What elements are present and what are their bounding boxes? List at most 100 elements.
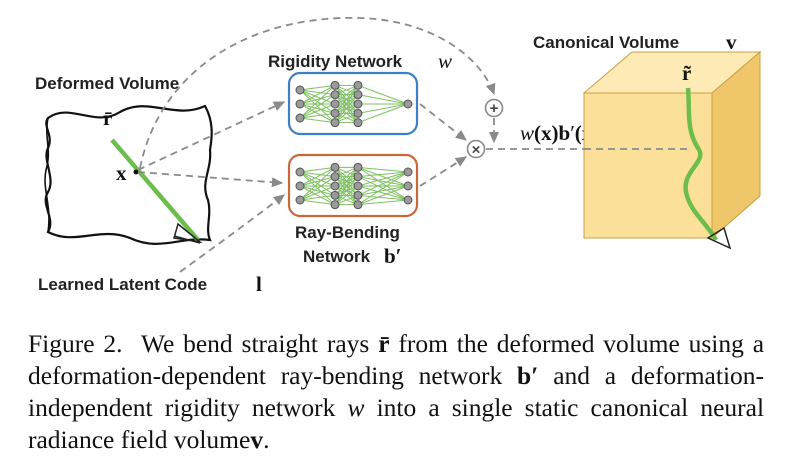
network-connection	[299, 185, 336, 196]
network-node	[330, 108, 340, 118]
network-connection	[299, 176, 336, 201]
network-node	[295, 99, 305, 109]
network-connection	[357, 176, 409, 187]
network-connection	[299, 166, 336, 201]
network-connection	[299, 117, 336, 124]
network-connection	[334, 167, 359, 196]
latent-code-symbol: l	[256, 272, 262, 296]
network-connection	[299, 166, 336, 173]
arc-x-to-plus	[139, 17, 496, 169]
network-node	[330, 190, 340, 200]
network-connection	[357, 84, 409, 105]
network-connection	[357, 185, 409, 196]
network-node	[353, 99, 363, 109]
times-operator-symbol: ×	[472, 142, 481, 159]
network-connection	[299, 84, 336, 91]
network-node	[330, 80, 340, 90]
ray-deformed-symbol: r̄	[103, 106, 112, 130]
network-connection	[357, 166, 409, 173]
network-node	[295, 167, 305, 177]
raybend-label-line2: Network	[303, 247, 371, 266]
network-node	[353, 118, 363, 128]
network-connection	[334, 166, 359, 187]
network-connection	[299, 103, 336, 119]
network-connection	[357, 199, 409, 206]
network-connection	[299, 89, 336, 105]
caption-symbol-r: r̄	[378, 329, 390, 358]
network-connection	[357, 94, 409, 105]
straight-ray	[110, 138, 200, 242]
network-connection	[299, 89, 336, 96]
network-node	[353, 172, 363, 182]
network-node	[295, 113, 305, 123]
network-connection	[357, 194, 409, 201]
ray-canonical-symbol: r̃	[682, 61, 691, 85]
network-node	[353, 90, 363, 100]
caption-text-1: We bend straight rays	[140, 329, 370, 358]
caption-text-4: into a single static canonical neural ra…	[28, 393, 765, 454]
network-connection	[357, 185, 409, 201]
caption-text-3: and a deformation-independent rigidity n…	[28, 361, 765, 422]
network-connection	[357, 166, 409, 187]
raybend-label-line1: Ray-Bending	[295, 223, 400, 242]
network-connection	[299, 94, 336, 119]
caption-symbol-v: v	[250, 425, 264, 454]
network-connection	[299, 84, 336, 105]
network-connection	[334, 176, 359, 205]
network-node	[403, 195, 413, 205]
network-connection	[357, 171, 409, 206]
network-node	[330, 172, 340, 182]
point-x-symbol: x	[116, 161, 127, 185]
network-connection	[334, 103, 359, 124]
network-connection	[299, 185, 336, 201]
network-connection	[299, 185, 336, 206]
rigidity-network-graph	[295, 80, 413, 128]
plus-operator-symbol: +	[490, 100, 499, 117]
network-connection	[299, 171, 336, 178]
network-node	[353, 108, 363, 118]
camera-icon-left	[173, 235, 201, 244]
network-connection	[357, 171, 409, 196]
arrow-x-to-rigidity	[137, 101, 286, 171]
network-connection	[357, 185, 409, 206]
arrow-x-to-raybend	[137, 171, 284, 188]
network-connection	[334, 84, 359, 105]
network-node	[353, 80, 363, 90]
network-connection	[299, 194, 336, 201]
figure-caption: Figure 2. We bend straight rays r̄ from …	[28, 328, 764, 456]
caption-label: Figure 2.	[28, 329, 123, 358]
network-connection	[299, 171, 336, 187]
times-operator	[466, 139, 486, 159]
network-node	[330, 90, 340, 100]
network-connection	[334, 94, 359, 123]
rigidity-symbol: w	[438, 49, 452, 73]
network-connection	[299, 176, 336, 187]
canonical-volume-label: Canonical Volume	[533, 33, 679, 52]
network-node	[330, 181, 340, 191]
network-node	[330, 162, 340, 172]
network-connection	[299, 112, 336, 119]
bent-ray	[683, 87, 718, 242]
deformed-volume-label: Deformed Volume	[35, 74, 179, 93]
caption-symbol-w: w	[347, 393, 365, 422]
network-connection	[357, 171, 409, 178]
caption-text-5: .	[263, 425, 270, 454]
network-node	[403, 99, 413, 109]
network-node	[353, 162, 363, 172]
network-connection	[357, 103, 409, 124]
sample-point	[133, 169, 139, 175]
network-connection	[334, 85, 359, 114]
caption-text-2: from the deformed volume using a deforma…	[28, 329, 765, 390]
network-node	[353, 181, 363, 191]
network-node	[295, 85, 305, 95]
network-node	[403, 181, 413, 191]
network-connection	[299, 166, 336, 187]
network-connection	[334, 185, 359, 206]
rigidity-network-label: Rigidity Network	[268, 52, 403, 71]
network-node	[330, 99, 340, 109]
network-connection	[299, 199, 336, 206]
raybend-symbol: b′	[384, 244, 402, 268]
network-connection	[299, 103, 336, 114]
network-connection	[299, 103, 336, 124]
network-node	[295, 195, 305, 205]
